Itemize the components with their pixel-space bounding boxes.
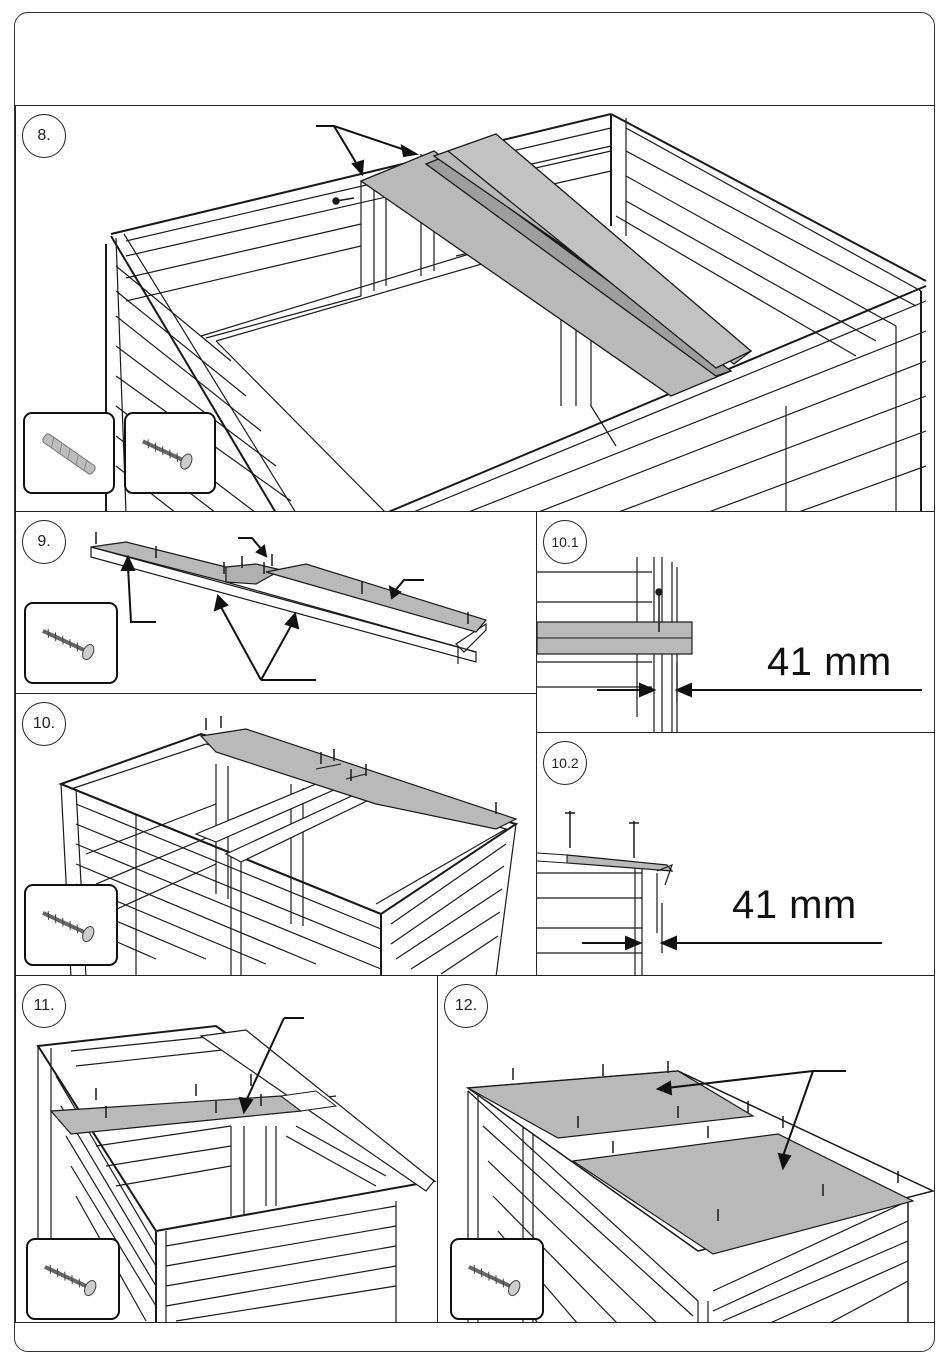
step-number: 11.: [22, 984, 66, 1028]
step-10-1-panel: 10.1 41 mm: [536, 511, 935, 733]
roof-beams: [361, 134, 751, 396]
step-number: 8.: [22, 114, 66, 158]
screw-icon: [26, 604, 116, 682]
step-10-panel: 10.: [15, 693, 537, 976]
screw-box: [450, 1238, 544, 1320]
step-10-1-illustration: [537, 512, 935, 733]
step-number: 12.: [444, 984, 488, 1028]
step-number: 9.: [22, 520, 66, 564]
step-10-2-illustration: [537, 733, 935, 976]
step-number: 10.2: [543, 741, 587, 785]
screw-icon: [26, 886, 116, 964]
screw-box: [24, 884, 118, 966]
measurement-label: 41 mm: [732, 883, 857, 928]
step-9-panel: 9.: [15, 511, 537, 694]
wall-plug-box: [23, 412, 115, 494]
screws: [565, 811, 639, 858]
wall-plug-icon: [25, 414, 113, 492]
screw-icon: [452, 1240, 542, 1318]
measurement-label: 41 mm: [767, 640, 892, 685]
step-number: 10.1: [543, 520, 587, 564]
screw-box: [24, 602, 118, 684]
step-number: 10.: [22, 702, 66, 746]
screw-icon: [28, 1240, 118, 1318]
step-10-2-panel: 10.2 41 mm: [536, 732, 935, 976]
step-12-panel: 12.: [437, 975, 935, 1323]
roof-board: [567, 855, 672, 871]
screw-box: [26, 1238, 120, 1320]
step-8-panel: 8.: [15, 105, 935, 512]
screw-icon: [126, 414, 214, 492]
screw-box: [124, 412, 216, 494]
step-11-panel: 11.: [15, 975, 438, 1323]
manual-page: 8.: [14, 12, 935, 1352]
screw-mark: [333, 198, 354, 204]
roof-board: [51, 1096, 301, 1134]
